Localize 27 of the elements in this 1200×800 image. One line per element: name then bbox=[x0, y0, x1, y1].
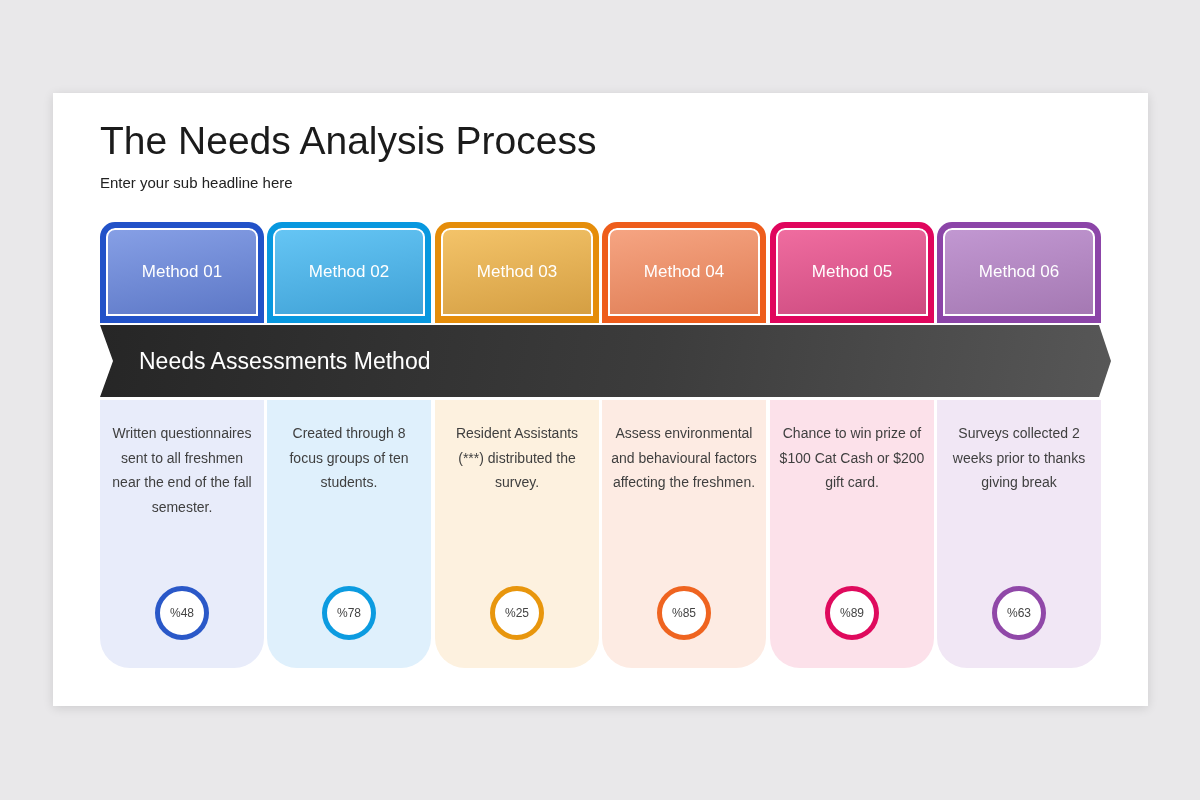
subtitle-text: Enter your sub headline here bbox=[100, 174, 293, 192]
method-tab: Method 03 bbox=[435, 222, 599, 323]
method-tab: Method 05 bbox=[770, 222, 934, 323]
description-text: Created through 8 focus groups of ten students. bbox=[288, 424, 410, 492]
method-tab: Method 04 bbox=[602, 222, 766, 323]
percent-ring: %25 bbox=[490, 586, 544, 640]
description-card bbox=[435, 400, 599, 668]
description-text: Resident Assistants (***) distributed the survey. bbox=[454, 424, 580, 492]
percent-ring: %89 bbox=[825, 586, 879, 640]
method-tab: Method 02 bbox=[267, 222, 431, 323]
description-card bbox=[770, 400, 934, 668]
method-tab: Method 01 bbox=[100, 222, 264, 323]
description-text: Assess environmental and behavioural factors affecting the freshmen. bbox=[610, 424, 758, 492]
description-card bbox=[100, 400, 264, 668]
slide-title: The Needs Analysis Process bbox=[100, 118, 597, 164]
percent-ring: %78 bbox=[322, 586, 376, 640]
description-card bbox=[602, 400, 766, 668]
description-text: Surveys collected 2 weeks prior to thanks giving break bbox=[951, 424, 1087, 492]
arrow-banner: Needs Assessments Method bbox=[100, 325, 1111, 397]
description-text: Written questionnaires sent to all freshmen near the end of the fall semester. bbox=[111, 424, 253, 517]
method-tab: Method 06 bbox=[937, 222, 1101, 323]
description-card bbox=[267, 400, 431, 668]
percent-ring: %63 bbox=[992, 586, 1046, 640]
description-text: Chance to win prize of $100 Cat Cash or $200 gift card. bbox=[778, 424, 926, 492]
percent-ring: %48 bbox=[155, 586, 209, 640]
description-card bbox=[937, 400, 1101, 668]
percent-ring: %85 bbox=[657, 586, 711, 640]
